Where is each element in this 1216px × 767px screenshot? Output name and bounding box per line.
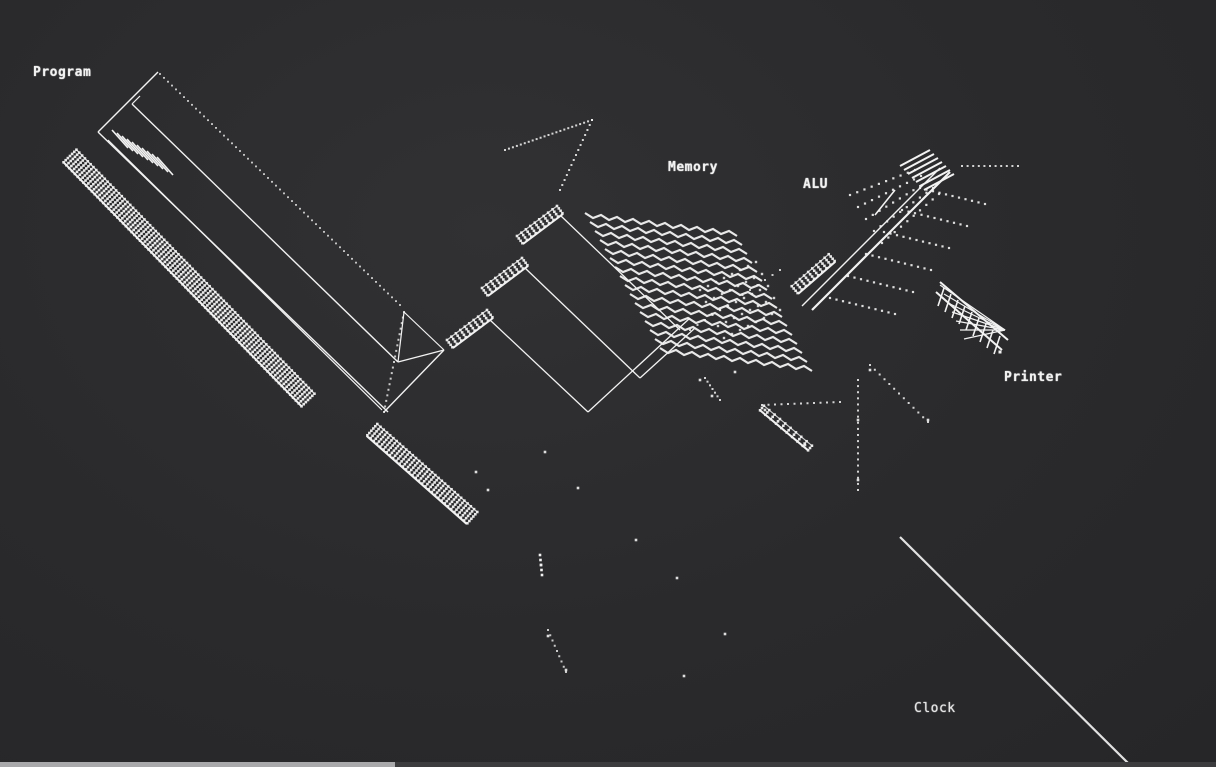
memory-bank <box>585 213 812 371</box>
clock-label: Clock <box>914 701 956 716</box>
alu-label: ALU <box>803 177 828 192</box>
playback-progress-fill <box>0 762 395 767</box>
alu-unit <box>790 150 1019 315</box>
memory-label: Memory <box>668 160 718 175</box>
clock-hand <box>900 537 1130 765</box>
scatter-dots <box>475 269 930 677</box>
program-label: Program <box>33 65 91 80</box>
playback-progress-bar[interactable] <box>0 762 1216 767</box>
memory-bus <box>446 119 695 412</box>
printer-label: Printer <box>1004 370 1062 385</box>
printer-unit <box>936 282 1008 354</box>
program-tape <box>62 148 315 407</box>
program-tape-lower <box>366 423 479 525</box>
